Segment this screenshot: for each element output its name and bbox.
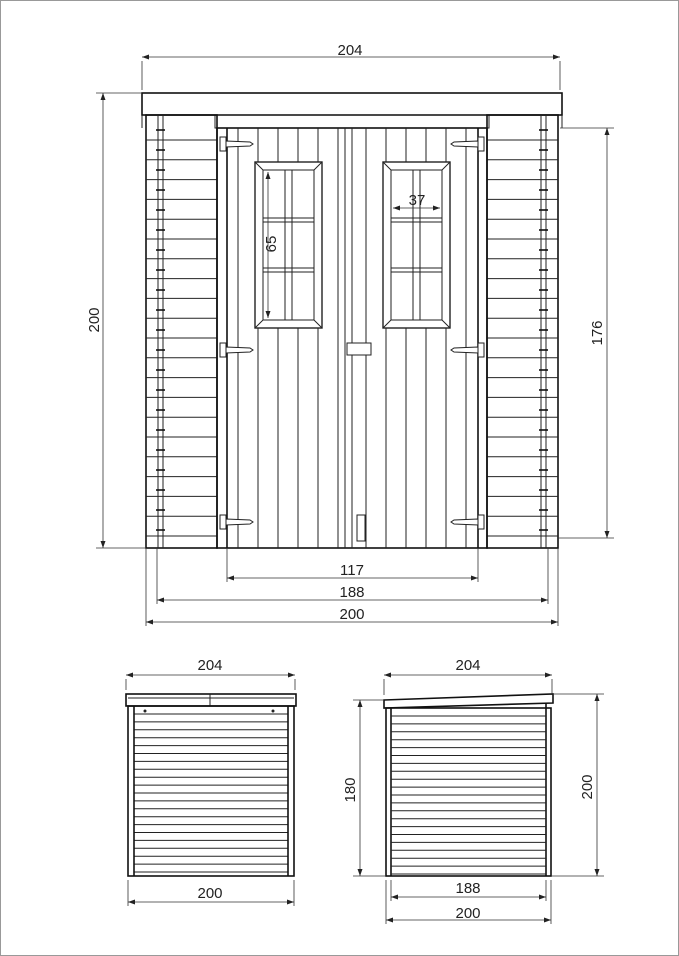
hinge-strap bbox=[225, 140, 254, 148]
dim-label-inner-width: 188 bbox=[339, 584, 364, 601]
back-wall bbox=[127, 705, 295, 877]
side-wall bbox=[385, 707, 552, 877]
dim-label-front-width: 204 bbox=[337, 42, 362, 59]
arrowhead bbox=[265, 311, 271, 318]
dim-label-side-high-height: 200 bbox=[579, 774, 596, 799]
arrowhead bbox=[594, 869, 600, 876]
dim-label-side-low-height: 180 bbox=[342, 777, 359, 802]
hinge-strap bbox=[450, 518, 479, 526]
arrowhead bbox=[146, 619, 153, 625]
arrowhead bbox=[100, 541, 106, 548]
line bbox=[254, 161, 264, 171]
dim-label-wall-height: 176 bbox=[589, 320, 606, 345]
arrowhead bbox=[100, 93, 106, 100]
side-view bbox=[353, 672, 604, 924]
dim-label-front-height: 200 bbox=[86, 307, 103, 332]
hinge-plate bbox=[219, 136, 227, 152]
side-roof bbox=[383, 693, 554, 709]
dim-label-side-roof-width: 204 bbox=[455, 657, 480, 674]
front-view bbox=[96, 54, 614, 626]
hinge-strap bbox=[450, 140, 479, 148]
line bbox=[441, 319, 451, 329]
arrowhead bbox=[541, 597, 548, 603]
hinge-plate bbox=[219, 342, 227, 358]
arrowhead bbox=[265, 172, 271, 179]
arrowhead bbox=[287, 899, 294, 905]
dim-label-base-width: 200 bbox=[339, 606, 364, 623]
dim-label-side-base-width: 200 bbox=[455, 905, 480, 922]
arrowhead bbox=[393, 205, 400, 211]
hinge-plate bbox=[477, 342, 485, 358]
arrowhead bbox=[545, 672, 552, 678]
window-frame bbox=[254, 161, 323, 329]
arrowhead bbox=[471, 575, 478, 581]
arrowhead bbox=[386, 917, 393, 923]
door-latch bbox=[346, 342, 372, 356]
line bbox=[441, 161, 451, 171]
arrowhead bbox=[384, 672, 391, 678]
hinge-strap bbox=[450, 346, 479, 354]
dim-label-side-inner-width: 188 bbox=[455, 880, 480, 897]
arrowhead bbox=[553, 54, 560, 60]
hinge-strap bbox=[225, 518, 254, 526]
arrowhead bbox=[227, 575, 234, 581]
arrowhead bbox=[604, 128, 610, 135]
screw bbox=[271, 709, 275, 713]
window-frame bbox=[382, 161, 451, 329]
arrowhead bbox=[594, 694, 600, 701]
arrowhead bbox=[128, 899, 135, 905]
dim-label-back-roof-width: 204 bbox=[197, 657, 222, 674]
arrowhead bbox=[126, 672, 133, 678]
arrowhead bbox=[433, 205, 440, 211]
dim-label-window-width: 37 bbox=[409, 192, 426, 209]
arrowhead bbox=[551, 619, 558, 625]
arrowhead bbox=[539, 894, 546, 900]
hinge-plate bbox=[477, 136, 485, 152]
back-view bbox=[125, 672, 297, 906]
dim-label-window-height: 65 bbox=[263, 236, 280, 253]
hinge-strap bbox=[225, 346, 254, 354]
screw bbox=[143, 709, 147, 713]
line bbox=[382, 161, 392, 171]
window-pane bbox=[390, 169, 443, 321]
door-bolt bbox=[356, 514, 366, 542]
window-pane bbox=[262, 169, 315, 321]
dim-label-door-width: 117 bbox=[340, 562, 364, 579]
arrowhead bbox=[157, 597, 164, 603]
arrowhead bbox=[604, 531, 610, 538]
line bbox=[313, 161, 323, 171]
arrowhead bbox=[142, 54, 149, 60]
arrowhead bbox=[357, 700, 363, 707]
line bbox=[254, 319, 264, 329]
arrowhead bbox=[544, 917, 551, 923]
hinge-plate bbox=[477, 514, 485, 530]
line bbox=[313, 319, 323, 329]
arrowhead bbox=[391, 894, 398, 900]
dim-label-back-base-width: 200 bbox=[197, 885, 222, 902]
hinge-plate bbox=[219, 514, 227, 530]
line bbox=[382, 319, 392, 329]
arrowhead bbox=[288, 672, 295, 678]
arrowhead bbox=[357, 869, 363, 876]
